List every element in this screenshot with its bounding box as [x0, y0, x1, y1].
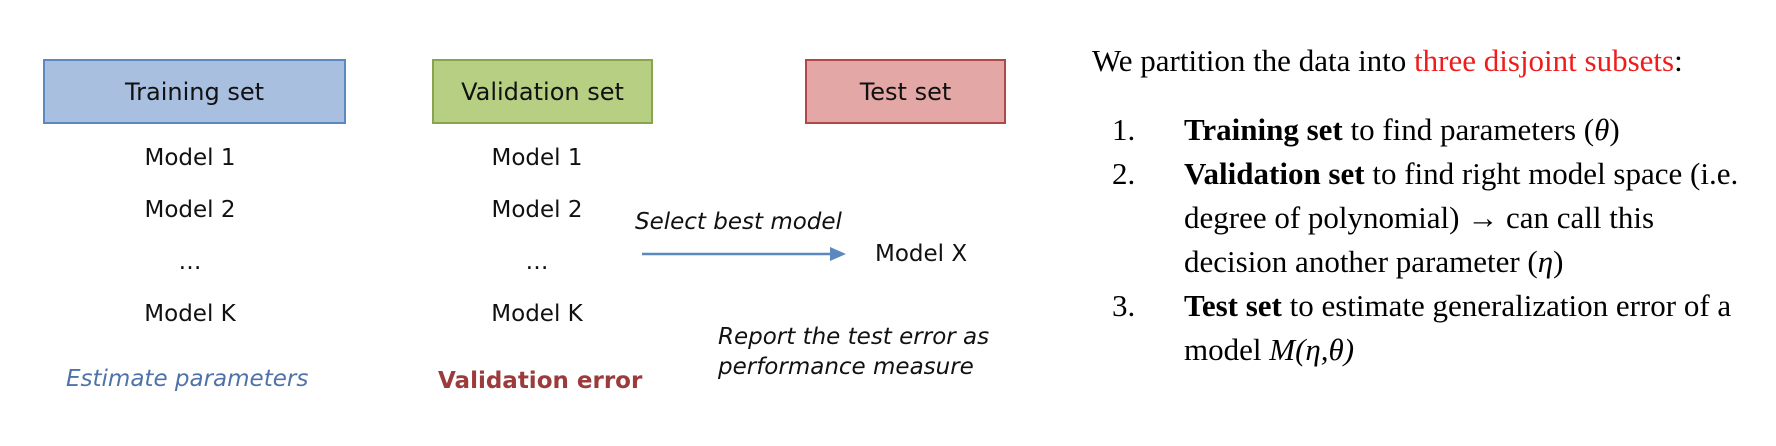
item-symbol: η	[1537, 244, 1554, 279]
item-number: 2.	[1112, 156, 1136, 191]
validation-set-box: Validation set	[432, 59, 653, 124]
item-symbol: M(η,θ)	[1269, 332, 1355, 367]
item-text-end: )	[1553, 244, 1564, 279]
item-term: Validation set	[1184, 156, 1365, 191]
intro-suffix: :	[1674, 43, 1683, 78]
validation-model-k: Model K	[491, 301, 583, 327]
training-set-label: Training set	[124, 77, 264, 106]
item-text-end: )	[1609, 112, 1620, 147]
right-arrow-icon	[642, 247, 846, 261]
selected-model-label: Model X	[875, 241, 968, 267]
subset-list: 1. Training set to find parameters (θ) 2.…	[1092, 108, 1772, 372]
item-term: Training set	[1184, 112, 1343, 147]
validation-model-ellipsis: …	[525, 249, 549, 275]
select-best-model-label: Select best model	[635, 209, 842, 235]
report-test-error-text: Report the test error as performance mea…	[718, 324, 990, 380]
list-item: 2. Validation set to find right model spa…	[1092, 152, 1744, 284]
explanation-block: We partition the data into three disjoin…	[1092, 42, 1772, 372]
validation-set-label: Validation set	[461, 77, 624, 106]
item-number: 3.	[1112, 288, 1136, 323]
intro-prefix: We partition the data into	[1092, 43, 1415, 78]
training-model-ellipsis: …	[178, 249, 202, 275]
item-text: to estimate generalization error of a mo…	[1184, 288, 1732, 367]
training-set-box: Training set	[43, 59, 346, 124]
test-set-box: Test set	[805, 59, 1006, 124]
item-text: to find right model space (i.e. degree o…	[1184, 156, 1739, 279]
list-item: 1. Training set to find parameters (θ)	[1092, 108, 1772, 152]
list-item: 3. Test set to estimate generalization er…	[1092, 284, 1764, 372]
validation-error-label: Validation error	[438, 368, 643, 394]
training-model-2: Model 2	[144, 197, 236, 223]
item-text: to find parameters (	[1342, 112, 1595, 147]
item-term: Test set	[1184, 288, 1282, 323]
estimate-parameters-label: Estimate parameters	[66, 366, 309, 392]
training-model-k: Model K	[144, 301, 236, 327]
intro-highlight: three disjoint subsets	[1414, 43, 1675, 78]
item-number: 1.	[1112, 112, 1136, 147]
item-symbol: θ	[1594, 112, 1610, 147]
test-set-label: Test set	[859, 77, 952, 106]
training-model-1: Model 1	[144, 145, 236, 171]
validation-model-1: Model 1	[491, 145, 583, 171]
intro-sentence: We partition the data into three disjoin…	[1092, 42, 1772, 80]
validation-model-2: Model 2	[491, 197, 583, 223]
